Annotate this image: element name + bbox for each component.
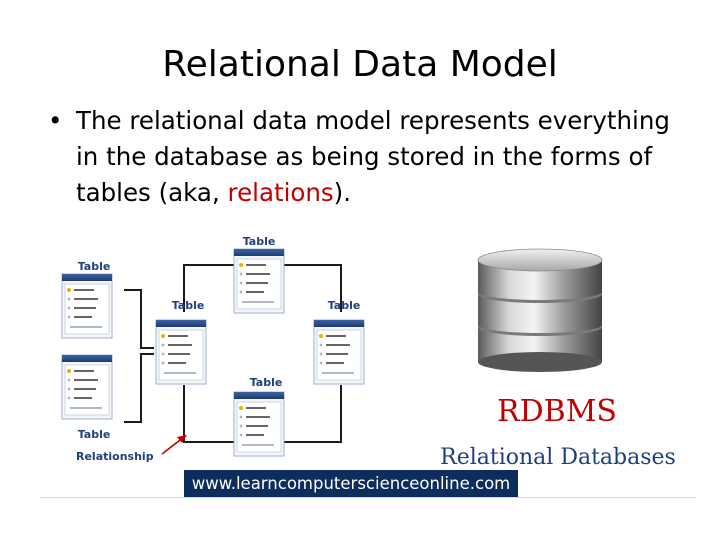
table-label: Table — [78, 260, 111, 273]
table-middle-left: Table — [155, 299, 207, 385]
table-label: Table — [250, 376, 283, 389]
figure-graphic: Table Table Table Table Table Table Rela… — [61, 235, 676, 470]
bullet-symbol: • — [48, 106, 63, 135]
relationship-lines — [124, 264, 342, 443]
table-center: Table — [233, 376, 285, 457]
table-middle-right: Table — [313, 299, 365, 385]
table-top: Table — [233, 235, 285, 314]
table-label: Table — [172, 299, 205, 312]
connector-left-bottom — [124, 353, 154, 423]
bullet-highlight-relations: relations — [227, 178, 334, 207]
table-left-bottom — [61, 354, 113, 420]
table-left-top: Table — [61, 260, 113, 339]
table-label: Table — [243, 235, 276, 248]
watermark-url: www.learncomputerscienceonline.com — [184, 470, 518, 497]
relational-databases-label: Relational Databases — [440, 445, 676, 470]
bullet-point: • The relational data model represents e… — [48, 103, 688, 211]
bullet-text: The relational data model represents eve… — [76, 103, 688, 211]
relationship-arrow — [161, 435, 187, 455]
table-label: Table — [78, 428, 111, 441]
connector-bottom-right — [284, 385, 342, 443]
slide-title: Relational Data Model — [162, 44, 558, 85]
relational-diagram-figure: Table Table Table Table Table Table Rela… — [36, 230, 696, 500]
connector-top-right — [284, 264, 342, 312]
connector-left-top — [124, 289, 154, 349]
connector-top-left — [183, 264, 234, 312]
bullet-text-before: The relational data model represents eve… — [76, 106, 670, 207]
rdbms-label: RDBMS — [497, 394, 617, 429]
figure-bottom-divider — [40, 497, 696, 498]
database-cylinder-icon — [477, 248, 603, 372]
bullet-text-after: ). — [333, 178, 352, 207]
relationship-label: Relationship — [76, 450, 154, 463]
connector-bottom-left — [183, 385, 234, 443]
table-label: Table — [328, 299, 361, 312]
